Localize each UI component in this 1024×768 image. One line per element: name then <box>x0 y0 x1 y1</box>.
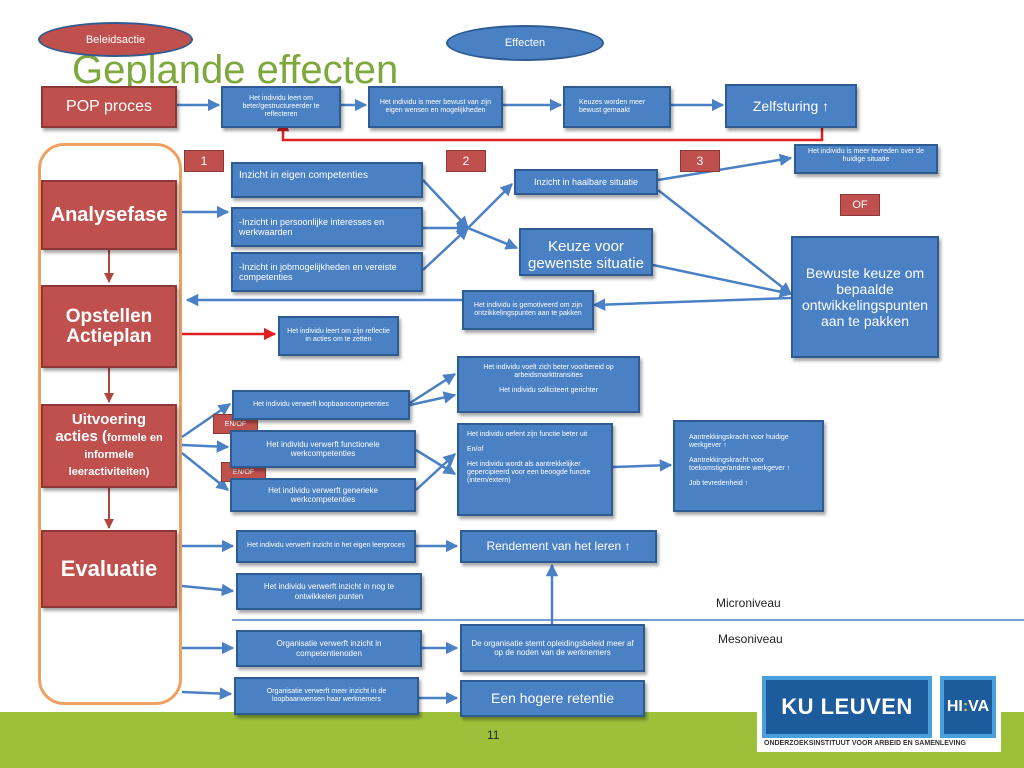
competentienoden-box: Organisatie verwerft inzicht in competen… <box>236 630 422 667</box>
functie-beter-text: Het individu oefent zijn functie beter u… <box>467 431 588 438</box>
loopbaancompetenties-box: Het individu verwerft loopbaancompetenti… <box>232 390 410 420</box>
uitvoering-title: Uitvoering acties ( <box>55 411 147 446</box>
phase-bracket <box>38 143 182 705</box>
gemotiveerd-box: Het individu is gemotiveerd om zijn ontz… <box>462 290 594 330</box>
bewuste-keuze-box: Bewuste keuze om bepaalde ontwikkelingsp… <box>791 236 939 358</box>
aantrekkingskracht-box: Aantrekkingskracht voor huidige werkgeve… <box>673 420 824 512</box>
opleidingsbeleid-box: De organisatie stemt opleidingsbeleid me… <box>460 624 645 672</box>
retentie-box: Een hogere retentie <box>460 680 645 717</box>
loopbaanwensen-box: Organisatie verwerft meer inzicht in de … <box>234 677 419 715</box>
reflectie-acties-box: Het individu leert om zijn reflectie in … <box>278 316 399 356</box>
step-3-badge: 3 <box>680 150 720 172</box>
toekomstige-werkgever-text: Aantrekkingskracht voor toekomstige/ande… <box>689 457 791 473</box>
actieplan-box: Opstellen Actieplan <box>41 285 177 368</box>
enof-text: En/of <box>467 446 484 454</box>
inzicht-eigen-box: Inzicht in eigen competenties <box>231 162 423 198</box>
uitvoering-box: Uitvoering acties (formele en informele … <box>41 404 177 488</box>
ku-leuven-logo: KU LEUVEN <box>762 676 932 738</box>
uitvoering-subtitle: formele en informele leeractiviteiten) <box>68 432 163 478</box>
step-2-badge: 2 <box>446 150 486 172</box>
arbeidsmarkt-box: Het individu voelt zich beter voorbereid… <box>457 356 640 413</box>
hiva-logo: HI:VA <box>940 676 996 738</box>
generieke-werkcompetenties-box: Het individu verwerft generieke werkcomp… <box>230 478 416 512</box>
bewust-wensen-box: Het individu is meer bewust van zijn eig… <box>368 86 503 128</box>
microniveau-label: Microniveau <box>716 596 781 610</box>
ontwikkelpunten-box: Het individu verwerft inzicht in nog te … <box>236 573 422 610</box>
aantrekkelijker-text: Het individu wordt als aantrekkelijker g… <box>467 461 591 485</box>
inzicht-jobmogelijkheden-box: -Inzicht in jobmogelijkheden en vereiste… <box>231 252 423 292</box>
job-tevredenheid-text: Job tevredenheid ↑ <box>689 480 749 488</box>
effecten-oval: Effecten <box>446 25 604 61</box>
inzicht-leerproces-box: Het individu verwerft inzicht in het eig… <box>236 530 416 563</box>
tevreden-box: Het individu is meer tevreden over de hu… <box>794 144 938 174</box>
voorbereid-text: Het individu voelt zich beter voorbereid… <box>483 364 614 380</box>
functionele-werkcompetenties-box: Het individu verwerft functionele werkco… <box>230 430 416 468</box>
evaluatie-box: Evaluatie <box>41 530 177 608</box>
pop-proces-box: POP proces <box>41 86 177 128</box>
beleidsactie-oval: Beleidsactie <box>38 22 193 57</box>
functie-uitoefening-box: Het individu oefent zijn functie beter u… <box>457 423 613 516</box>
keuzes-box: Keuzes worden meer bewust gemaakt <box>563 86 671 128</box>
step-1-badge: 1 <box>184 150 224 172</box>
institute-name: ONDERZOEKSINSTITUUT VOOR ARBEID EN SAMEN… <box>764 740 966 747</box>
analysefase-box: Analysefase <box>41 180 177 250</box>
inzicht-interesses-box: -Inzicht in persoonlijke interesses en w… <box>231 207 423 247</box>
page-number: 11 <box>487 728 500 742</box>
of-badge: OF <box>840 194 880 216</box>
haalbare-situatie-box: Inzicht in haalbare situatie <box>514 169 658 195</box>
reflecteren-box: Het individu leert om beter/gestructuree… <box>221 86 341 128</box>
keuze-gewenste-situatie-box: Keuze voor gewenste situatie <box>519 228 653 276</box>
rendement-box: Rendement van het leren ↑ <box>460 530 657 563</box>
zelfsturing-box: Zelfsturing ↑ <box>725 84 857 128</box>
solliciteert-text: Het individu solliciteert gerichter <box>499 387 598 395</box>
huidige-werkgever-text: Aantrekkingskracht voor huidige werkgeve… <box>689 434 789 450</box>
mesoniveau-label: Mesoniveau <box>718 632 783 646</box>
